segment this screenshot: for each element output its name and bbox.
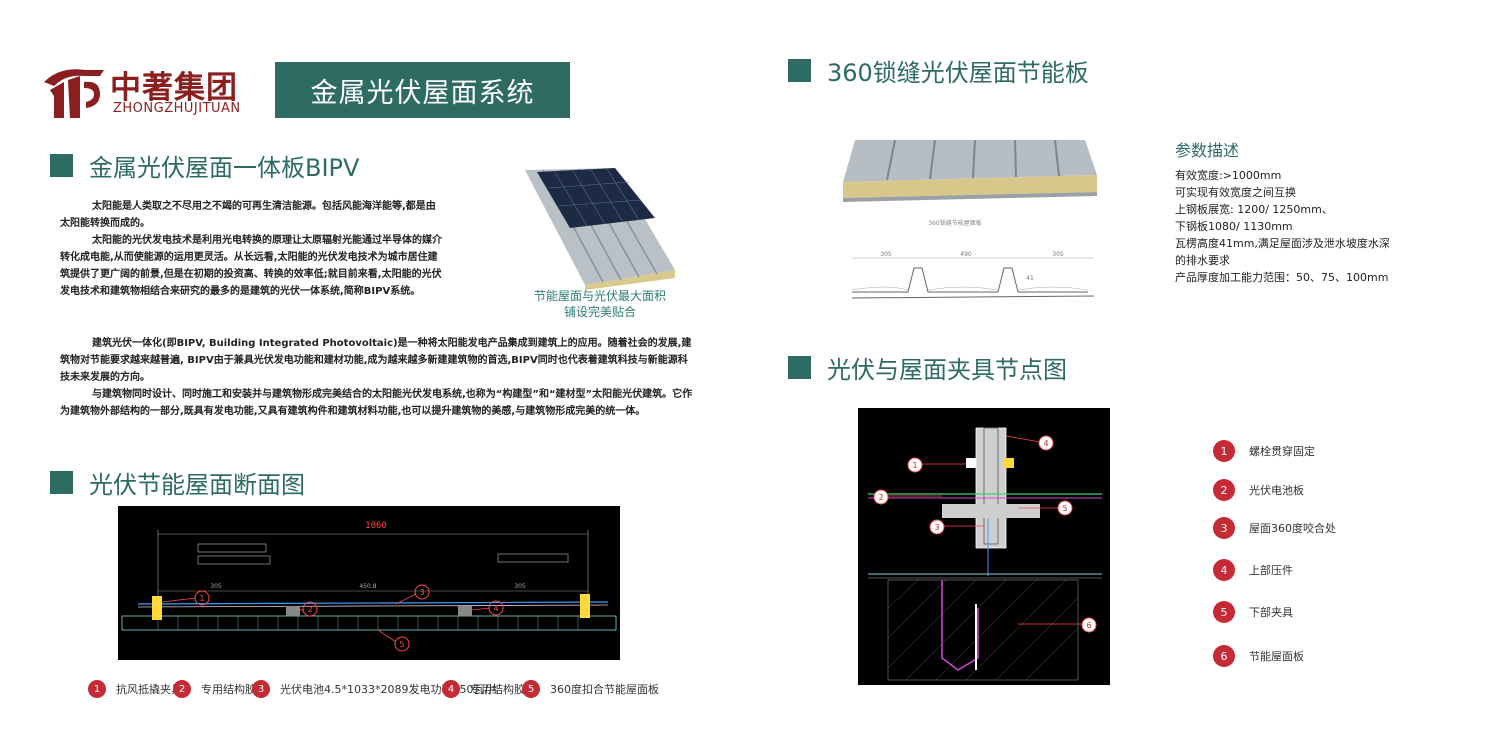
cross-legend-item-2: 2 专用结构胶: [173, 680, 256, 698]
section-header-bipv: 金属光伏屋面一体板BIPV: [50, 148, 359, 183]
intro-paragraph-2: 太阳能的光伏发电技术是利用光电转换的原理让太原辐射光能通过半导体的媒介转化成电能…: [60, 235, 442, 297]
clamp-callout-5: 5: [1062, 504, 1067, 513]
section-marker: [50, 471, 73, 494]
legend-number: 1: [88, 680, 106, 698]
section-header-panel: 360锁缝光伏屋面节能板: [788, 53, 1089, 88]
legend-label: 专用结构胶: [201, 683, 256, 696]
cross-legend-item-4: 4 专用结构胶: [442, 680, 525, 698]
callout-3: 3: [419, 588, 424, 597]
legend-number: 3: [252, 680, 270, 698]
legend-label: 360度扣合节能屋面板: [550, 683, 659, 696]
param-line: 可实现有效宽度之间互换: [1175, 186, 1296, 199]
clamp-callout-3: 3: [934, 523, 939, 532]
dim-mid-label: 450.8: [359, 583, 376, 590]
legend-label: 节能屋面板: [1249, 650, 1304, 663]
legend-number: 1: [1213, 440, 1235, 462]
legend-number: 5: [522, 680, 540, 698]
clamp-legend-item-5: 5 下部夹具: [1213, 601, 1293, 623]
legend-label: 下部夹具: [1249, 606, 1293, 619]
clamp-legend-item-4: 4 上部压件: [1213, 559, 1293, 581]
cross-legend-item-5: 5 360度扣合节能屋面板: [522, 680, 659, 698]
legend-label: 专用结构胶: [470, 683, 525, 696]
cross-section-drawing: 1060 305 450.8 305 1 2 3 4 5: [118, 506, 620, 660]
panel-caption: 360锁缝节能屋面板: [928, 219, 981, 227]
panel-profile-drawing: 305 490 305 41: [851, 251, 1095, 299]
section-title-clamp: 光伏与屋面夹具节点图: [827, 356, 1067, 384]
clamp-legend-item-2: 2 光伏电池板: [1213, 479, 1304, 501]
panel-dim-mid: 490: [960, 251, 972, 258]
legend-number: 5: [1213, 601, 1235, 623]
panel-product-image: 360锁缝节能屋面板: [843, 139, 1097, 227]
params-title: 参数描述: [1175, 141, 1240, 160]
product-caption: 节能屋面与光伏最大面积 铺设完美贴合: [520, 288, 680, 320]
legend-label: 屋面360度咬合处: [1249, 522, 1336, 535]
callout-4: 4: [493, 604, 498, 613]
legend-number: 4: [1213, 559, 1235, 581]
legend-number: 2: [1213, 479, 1235, 501]
params-list: 有效宽度:>1000mm 可实现有效宽度之间互换 上钢板展宽: 1200/ 12…: [1175, 167, 1415, 286]
intro-paragraph-1: 太阳能是人类取之不尽用之不竭的可再生清洁能源。包括风能海洋能等,都是由太阳能转换…: [60, 201, 436, 229]
clamp-callout-4: 4: [1043, 439, 1048, 448]
clamp-callout-2: 2: [878, 493, 883, 502]
param-line: 的排水要求: [1175, 254, 1230, 267]
clamp-callout-1: 1: [912, 461, 917, 470]
panel-dim-left: 305: [880, 251, 892, 258]
logo-name-en: ZHONGZHUJITUAN: [113, 101, 241, 116]
section-title-bipv: 金属光伏屋面一体板BIPV: [89, 154, 360, 182]
legend-number: 2: [173, 680, 191, 698]
param-line: 上钢板展宽: 1200/ 1250mm、: [1175, 203, 1333, 216]
section-title-panel: 360锁缝光伏屋面节能板: [827, 59, 1089, 87]
legend-label: 光伏电池板: [1249, 484, 1304, 497]
legend-number: 6: [1213, 645, 1235, 667]
section-marker: [50, 154, 73, 177]
param-line: 瓦楞高度41mm,满足屋面涉及泄水坡度水深: [1175, 237, 1390, 250]
panel-dim-right: 305: [1052, 251, 1064, 258]
intro-block-1: 太阳能是人类取之不尽用之不竭的可再生清洁能源。包括风能海洋能等,都是由太阳能转换…: [60, 198, 445, 300]
company-logo-icon: [44, 69, 104, 118]
product-caption-line-1: 节能屋面与光伏最大面积: [533, 289, 666, 303]
dim-left-label: 305: [210, 583, 222, 590]
page-title: 金属光伏屋面系统: [310, 77, 535, 109]
clamp-callout-6: 6: [1086, 621, 1091, 630]
bipv-product-image: [525, 168, 675, 290]
legend-number: 3: [1213, 517, 1235, 539]
cross-legend-item-1: 1 抗风抵撬夹具: [88, 680, 182, 698]
section-marker: [788, 59, 811, 82]
intro-block-2: 建筑光伏一体化(即BIPV, Building Integrated Photo…: [60, 335, 695, 420]
logo-name-cn: 中著集团: [110, 70, 238, 106]
section-header-cross-section: 光伏节能屋面断面图: [50, 465, 305, 500]
dim-right-label: 305: [514, 583, 526, 590]
param-line: 有效宽度:>1000mm: [1175, 169, 1282, 182]
param-line: 下钢板1080/ 1130mm: [1175, 220, 1293, 233]
panel-dim-height: 41: [1026, 275, 1034, 282]
clamp-legend-item-3: 3 屋面360度咬合处: [1213, 517, 1336, 539]
callout-2: 2: [307, 605, 312, 614]
clamp-legend-item-1: 1 螺栓贯穿固定: [1213, 440, 1315, 462]
legend-number: 4: [442, 680, 460, 698]
legend-label: 抗风抵撬夹具: [116, 683, 182, 696]
intro-paragraph-4: 与建筑物同时设计、同时施工和安装并与建筑物形成完美结合的太阳能光伏发电系统,也称…: [60, 389, 693, 417]
param-line: 产品厚度加工能力范围：50、75、100mm: [1175, 271, 1389, 284]
section-marker: [788, 356, 811, 379]
page-title-banner: 金属光伏屋面系统: [275, 62, 570, 118]
section-title-cross-section: 光伏节能屋面断面图: [89, 471, 305, 499]
clamp-node-drawing: 4 1 2 3 5 6: [858, 408, 1110, 685]
legend-label: 上部压件: [1249, 564, 1293, 577]
intro-paragraph-3: 建筑光伏一体化(即BIPV, Building Integrated Photo…: [60, 338, 692, 383]
callout-1: 1: [199, 594, 204, 603]
dim-total-label: 1060: [365, 521, 387, 531]
callout-5: 5: [399, 640, 404, 649]
clamp-legend-item-6: 6 节能屋面板: [1213, 645, 1304, 667]
legend-label: 螺栓贯穿固定: [1249, 445, 1315, 458]
section-header-clamp: 光伏与屋面夹具节点图: [788, 350, 1067, 385]
product-caption-line-2: 铺设完美贴合: [563, 305, 636, 319]
